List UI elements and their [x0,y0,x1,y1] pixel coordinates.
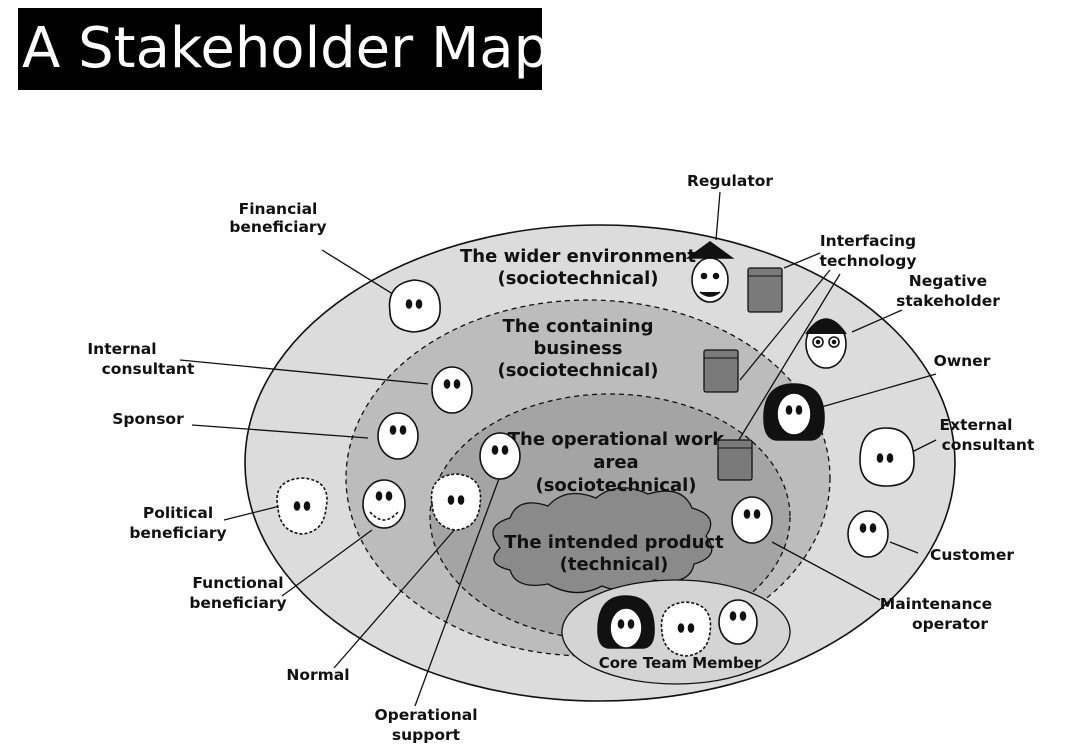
label-external-1: External [940,416,1013,434]
intended-product-cloud [492,487,713,594]
slide-title: A Stakeholder Map [18,8,549,90]
owner-face-icon [763,383,825,441]
regulator-face-icon [685,241,735,303]
maintenance-operator-face-icon [731,496,773,544]
operational-support-face-icon [479,432,521,480]
zone-operational-line1: The operational work [508,429,725,450]
zone-wider-line2: (sociotechnical) [497,268,658,289]
negative-stakeholder-face-icon [805,318,847,369]
label-internal-2: consultant [102,360,195,378]
sponsor-face-icon [377,412,419,460]
label-political-1: Political [143,504,213,522]
label-negative-2: stakeholder [896,292,1000,310]
normal-face-icon [430,473,482,531]
leader-lines [179,191,937,707]
label-financial-1: Financial [239,200,318,218]
zone-operational-line2: area [593,452,638,473]
zone-containing-line2: business [533,338,622,359]
label-interfacing-2: technology [820,252,917,270]
label-operational-support-1: Operational [374,706,477,724]
label-internal-1: Internal [87,340,156,358]
label-regulator: Regulator [687,172,773,190]
functional-beneficiary-face-icon [362,479,406,529]
label-negative-1: Negative [909,272,987,290]
label-customer: Customer [930,546,1014,564]
label-functional-1: Functional [192,574,283,592]
computer-icon-wider [747,267,783,313]
zone-operational-line3: (sociotechnical) [535,475,696,496]
label-maintenance-1: Maintenance [880,595,992,613]
computer-icon-operational [717,439,753,481]
zone-product-line1: The intended product [504,532,724,553]
zone-containing-line1: The containing [502,316,653,337]
zone-core-team: Core Team Member [599,654,762,672]
zone-product-line2: (technical) [560,554,669,575]
label-operational-support-2: support [392,726,461,744]
internal-consultant-face-icon [431,366,473,414]
core-team-face-1-icon [597,595,655,649]
label-sponsor: Sponsor [112,410,184,428]
political-beneficiary-face-icon [276,477,328,535]
label-functional-2: beneficiary [189,594,286,612]
financial-beneficiary-face-icon [388,279,441,333]
label-political-2: beneficiary [129,524,226,542]
zone-containing-line3: (sociotechnical) [497,360,658,381]
customer-face-icon [847,510,889,558]
external-consultant-face-icon [859,427,915,487]
label-normal: Normal [286,666,349,684]
label-external-2: consultant [942,436,1035,454]
computer-icon-containing [703,349,739,393]
core-team-face-2-icon [660,601,712,657]
zone-wider-line1: The wider environment [460,246,696,267]
label-maintenance-2: operator [912,615,988,633]
label-owner: Owner [934,352,991,370]
label-financial-2: beneficiary [229,218,326,236]
label-interfacing-1: Interfacing [820,232,916,250]
core-team-face-3-icon [718,599,758,645]
